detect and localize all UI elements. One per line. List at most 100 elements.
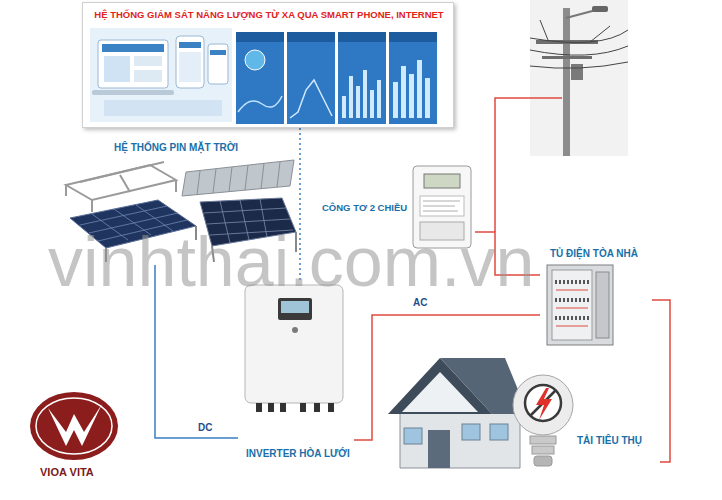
house-load-part bbox=[530, 436, 556, 444]
house-load-part bbox=[400, 412, 520, 468]
grid-inverter-part bbox=[328, 403, 334, 412]
utility-pole-part bbox=[530, 0, 628, 156]
app-screenshots-part bbox=[338, 32, 386, 42]
app-screenshots-part bbox=[236, 32, 284, 42]
app-screenshots-part bbox=[349, 76, 353, 118]
two-way-meter-part bbox=[420, 196, 464, 216]
board-node: TỦ ĐIỆN TÒA NHÀ bbox=[540, 245, 652, 350]
company-logo-part bbox=[30, 392, 118, 460]
solar-panels-part bbox=[66, 165, 176, 200]
logo-text: VIOA VITA bbox=[40, 466, 94, 478]
load-node: TẢI TIÊU THỤ bbox=[385, 345, 660, 478]
app-screenshots-part bbox=[287, 32, 335, 42]
app-screenshots-part bbox=[389, 32, 437, 124]
app-screenshots-part bbox=[90, 28, 232, 122]
app-screenshots-part bbox=[290, 80, 332, 118]
utility-pole-part bbox=[542, 56, 592, 59]
app-screenshots-part bbox=[179, 42, 201, 48]
grid-inverter-part bbox=[300, 403, 306, 412]
house-load-part bbox=[462, 424, 480, 440]
app-screenshots-part bbox=[134, 70, 162, 82]
company-logo-part bbox=[48, 404, 102, 446]
inverter-label: INVERTER HÒA LƯỚI bbox=[246, 448, 350, 460]
watermark: vinhthai.com.vn bbox=[48, 222, 534, 302]
meter-label: CÔNG TƠ 2 CHIỀU bbox=[322, 202, 407, 213]
service-wire bbox=[495, 98, 562, 232]
house-load-part bbox=[532, 446, 554, 454]
distribution-board-part bbox=[552, 270, 592, 340]
app-screenshots bbox=[90, 28, 437, 124]
app-screenshots-part bbox=[409, 74, 414, 118]
app-screenshots-part bbox=[401, 66, 406, 118]
utility-pole-part bbox=[530, 20, 628, 68]
utility-pole-part bbox=[566, 10, 596, 18]
utility-pole-part bbox=[563, 8, 570, 156]
utility-pole bbox=[530, 0, 628, 156]
company-logo bbox=[30, 392, 118, 460]
grid-inverter-part bbox=[278, 298, 312, 320]
app-screenshots-part bbox=[238, 96, 282, 112]
grid-inverter-part bbox=[281, 301, 309, 313]
board-label: TỦ ĐIỆN TÒA NHÀ bbox=[550, 248, 638, 260]
house-load-part bbox=[525, 385, 561, 421]
house-load-part bbox=[428, 430, 450, 468]
app-screenshots-part bbox=[245, 50, 265, 70]
app-screenshots-part bbox=[134, 56, 162, 66]
monitoring-panel: HỆ THỐNG GIÁM SÁT NĂNG LƯỢNG TỪ XA QUA S… bbox=[82, 2, 454, 128]
house-load bbox=[388, 358, 573, 468]
two-way-meter-part bbox=[424, 174, 460, 188]
app-screenshots-part bbox=[104, 56, 130, 82]
distribution-board-part bbox=[547, 265, 613, 345]
app-screenshots-part bbox=[208, 44, 228, 84]
app-screenshots-part bbox=[210, 50, 226, 55]
app-screenshots-part bbox=[389, 32, 437, 42]
grid-inverter-part bbox=[256, 403, 262, 412]
load-cable bbox=[652, 300, 670, 462]
app-screenshots-part bbox=[104, 100, 222, 116]
app-screenshots-part bbox=[236, 32, 284, 124]
app-screenshots-part bbox=[342, 96, 346, 118]
company-logo-part bbox=[36, 398, 112, 454]
house-load-part bbox=[513, 375, 573, 435]
inverter-node: INVERTER HÒA LƯỚI bbox=[238, 280, 354, 465]
app-screenshots-part bbox=[102, 44, 164, 52]
house-load-part bbox=[536, 388, 552, 420]
app-screenshots-part bbox=[377, 80, 381, 118]
edge-label: DC bbox=[196, 422, 214, 434]
two-way-meter-part bbox=[423, 201, 460, 211]
grid-inverter-part bbox=[292, 327, 298, 333]
app-screenshots-part bbox=[363, 70, 367, 118]
ac-cable bbox=[354, 315, 540, 440]
distribution-board-part bbox=[596, 272, 609, 338]
app-screenshots-part bbox=[356, 86, 360, 118]
distribution-board-part bbox=[555, 282, 589, 318]
distribution-board-part bbox=[556, 290, 588, 326]
load-label: TẢI TIÊU THỤ bbox=[577, 435, 642, 447]
app-screenshots-part bbox=[370, 90, 374, 118]
grid-inverter-part bbox=[314, 403, 320, 412]
utility-pole-part bbox=[592, 6, 608, 12]
app-screenshots-part bbox=[92, 90, 174, 95]
utility-pole-part bbox=[571, 64, 583, 80]
solar-panels-part bbox=[182, 160, 294, 196]
app-screenshots-part bbox=[417, 60, 422, 118]
grid-inverter-part bbox=[245, 285, 343, 403]
solar-panels-part bbox=[197, 162, 280, 195]
app-screenshots-part bbox=[179, 52, 201, 82]
house-load-part bbox=[404, 428, 422, 444]
app-screenshots-part bbox=[98, 40, 168, 88]
app-screenshots-part bbox=[176, 36, 204, 88]
app-screenshots-part bbox=[287, 32, 335, 124]
solar-label: HỆ THỐNG PIN MẶT TRỜI bbox=[114, 142, 238, 154]
house-load-part bbox=[534, 456, 552, 466]
grid-inverter-part bbox=[268, 403, 274, 412]
app-screenshots-part bbox=[338, 32, 386, 124]
panel-title: HỆ THỐNG GIÁM SÁT NĂNG LƯỢNG TỪ XA QUA S… bbox=[83, 9, 455, 20]
grid-inverter bbox=[245, 285, 343, 412]
house-load-part bbox=[490, 424, 508, 440]
grid-inverter-part bbox=[280, 403, 286, 412]
app-screenshots-part bbox=[393, 82, 398, 118]
distribution-board bbox=[547, 265, 613, 345]
house-load-part bbox=[402, 372, 478, 412]
